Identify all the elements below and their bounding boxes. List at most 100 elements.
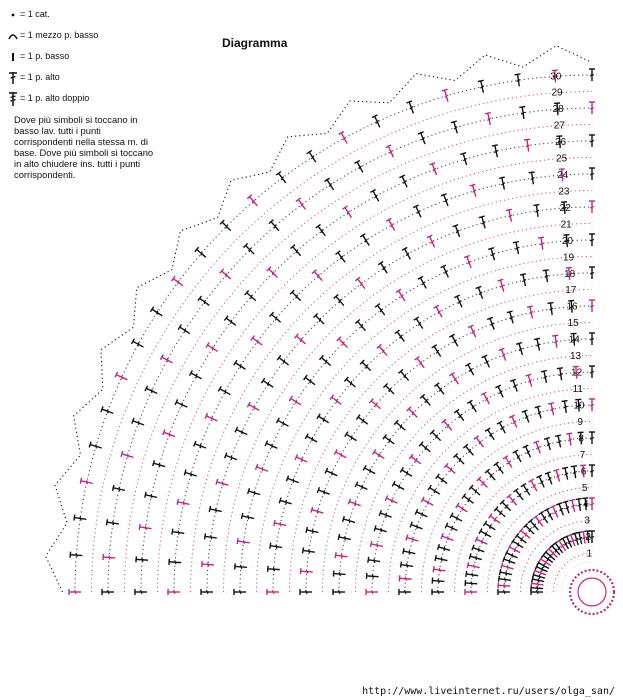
stitch-top xyxy=(369,540,373,548)
stitch-symbol xyxy=(362,464,376,475)
stitch-bar xyxy=(571,504,576,508)
stitch-top xyxy=(247,488,251,495)
round-arc xyxy=(189,189,593,593)
round-arc xyxy=(354,354,593,593)
stitch-top xyxy=(318,354,324,361)
stitch-symbol xyxy=(543,436,551,451)
stitch-symbol xyxy=(565,266,572,280)
stitch-symbol xyxy=(367,556,381,563)
stitch-symbol xyxy=(568,498,576,513)
stitch-bar xyxy=(500,426,505,431)
stitch-bar xyxy=(309,379,312,384)
round-number: 19 xyxy=(563,252,575,263)
stitch-top xyxy=(538,510,545,516)
stitch-top xyxy=(493,461,499,467)
stitch-top xyxy=(522,522,529,529)
stitch-symbol xyxy=(399,466,413,477)
stitch-top xyxy=(362,464,367,471)
stitch-symbol xyxy=(589,266,595,279)
stitch-bar xyxy=(324,359,328,364)
stitch-top xyxy=(208,505,212,513)
stitch-symbol xyxy=(556,135,563,149)
stitch-symbol xyxy=(449,333,459,347)
stitch-top xyxy=(433,382,440,388)
stitch-bar xyxy=(385,513,387,518)
stitch-bar xyxy=(489,432,493,437)
double-crochet-icon xyxy=(9,71,17,84)
stitch-symbol xyxy=(368,398,381,410)
stitch-top xyxy=(417,131,424,135)
stitch-symbol xyxy=(507,543,521,554)
stitch-top xyxy=(188,370,193,376)
stitch-bar xyxy=(156,310,159,315)
stitch-bar xyxy=(403,373,407,379)
stitch-symbol xyxy=(384,495,398,504)
stitch-top xyxy=(486,316,494,321)
stitch-symbol xyxy=(311,269,323,282)
round-arc xyxy=(486,486,593,593)
stitch-symbol xyxy=(244,290,257,302)
stitch-bar xyxy=(304,589,308,595)
stitch-bar xyxy=(271,443,273,449)
stitch-symbol xyxy=(542,269,549,283)
stitch-top xyxy=(499,499,505,505)
stitch-bar xyxy=(536,446,541,450)
stitch-top xyxy=(575,497,582,501)
stitch-bar xyxy=(141,557,144,563)
stitch-top xyxy=(554,434,562,437)
stitch-bar xyxy=(338,299,342,304)
round-number: 1 xyxy=(587,549,593,560)
stitch-bar xyxy=(585,535,591,539)
stitch-bar xyxy=(552,75,558,78)
stitch-top xyxy=(234,426,239,433)
stitch-bar xyxy=(485,531,487,537)
stitch-symbol xyxy=(453,294,463,308)
stitch-symbol xyxy=(167,589,180,595)
stitch-symbol xyxy=(266,565,280,572)
stitch-symbol xyxy=(324,177,335,191)
stitch-top xyxy=(477,79,484,83)
stitch-bar xyxy=(158,462,161,468)
stitch-symbol xyxy=(413,316,424,330)
stitch-bar xyxy=(589,304,595,308)
stitch-symbol xyxy=(556,502,564,516)
stitch-bar xyxy=(539,480,544,485)
stitch-bar xyxy=(432,167,437,172)
stitch-bar xyxy=(275,316,278,321)
stitch-symbol xyxy=(491,144,499,158)
stitch-top xyxy=(440,264,447,269)
stitch-bar xyxy=(184,328,186,333)
stitch-top xyxy=(306,149,313,155)
stitch-symbol xyxy=(512,240,520,255)
stitch-top xyxy=(444,522,449,529)
stitch-symbol xyxy=(476,476,488,488)
stitch-bar xyxy=(138,420,140,426)
stitch-symbol xyxy=(512,449,522,463)
stitch-symbol xyxy=(334,552,348,559)
stitch-top xyxy=(177,324,182,330)
stitch-bar xyxy=(323,490,325,495)
stitch-symbol xyxy=(566,432,573,446)
stitch-bar xyxy=(239,363,242,369)
stitch-bar xyxy=(467,260,472,265)
stitch-symbol xyxy=(406,100,415,114)
stitch-bar xyxy=(509,316,514,320)
stitch-bar xyxy=(498,466,502,471)
legend-label: = 1 p. alto xyxy=(20,72,60,82)
stitch-symbol xyxy=(474,536,488,545)
stitch-bar xyxy=(453,377,458,382)
stitch-bar xyxy=(516,79,521,83)
stitch-top xyxy=(130,338,135,345)
stitch-top xyxy=(204,412,209,419)
stitch-bar xyxy=(419,361,423,366)
stitch-symbol xyxy=(449,512,463,522)
stitch-symbol xyxy=(540,369,548,384)
stitch-bar xyxy=(541,567,543,572)
stitch-bar xyxy=(546,442,551,447)
stitch-bar xyxy=(471,572,474,578)
round-number: 11 xyxy=(573,384,584,395)
stitch-bar xyxy=(350,435,353,440)
stitch-top xyxy=(502,556,506,563)
stitch-symbol xyxy=(197,295,210,307)
stitch-bar xyxy=(389,150,393,154)
